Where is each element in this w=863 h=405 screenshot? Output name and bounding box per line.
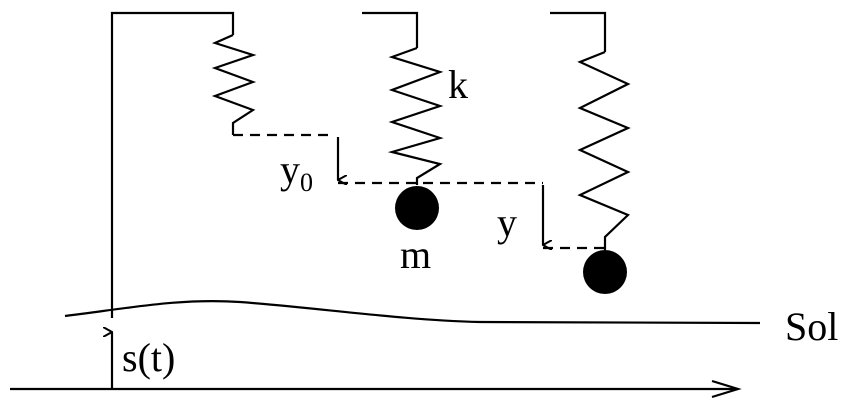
spring-displaced xyxy=(577,50,631,250)
spring-equilibrium xyxy=(387,46,444,185)
label-m: m xyxy=(400,232,432,277)
ground-curve xyxy=(64,299,761,325)
label-y0-main: y xyxy=(280,147,300,192)
mass-equilibrium xyxy=(395,186,439,230)
label-sol: Sol xyxy=(785,304,839,349)
label-s-t: s(t) xyxy=(122,335,176,380)
time-axis-arrowhead xyxy=(711,379,742,399)
label-y0: y0 xyxy=(280,150,313,196)
spring-displaced-top xyxy=(550,11,607,52)
spring-equilibrium-top xyxy=(362,11,419,48)
label-y: y xyxy=(497,200,517,245)
label-y0-subscript: 0 xyxy=(300,168,313,197)
label-k: k xyxy=(448,62,468,107)
support-frame xyxy=(110,11,235,318)
mass-displaced xyxy=(583,250,627,294)
spring-unloaded xyxy=(211,33,257,135)
